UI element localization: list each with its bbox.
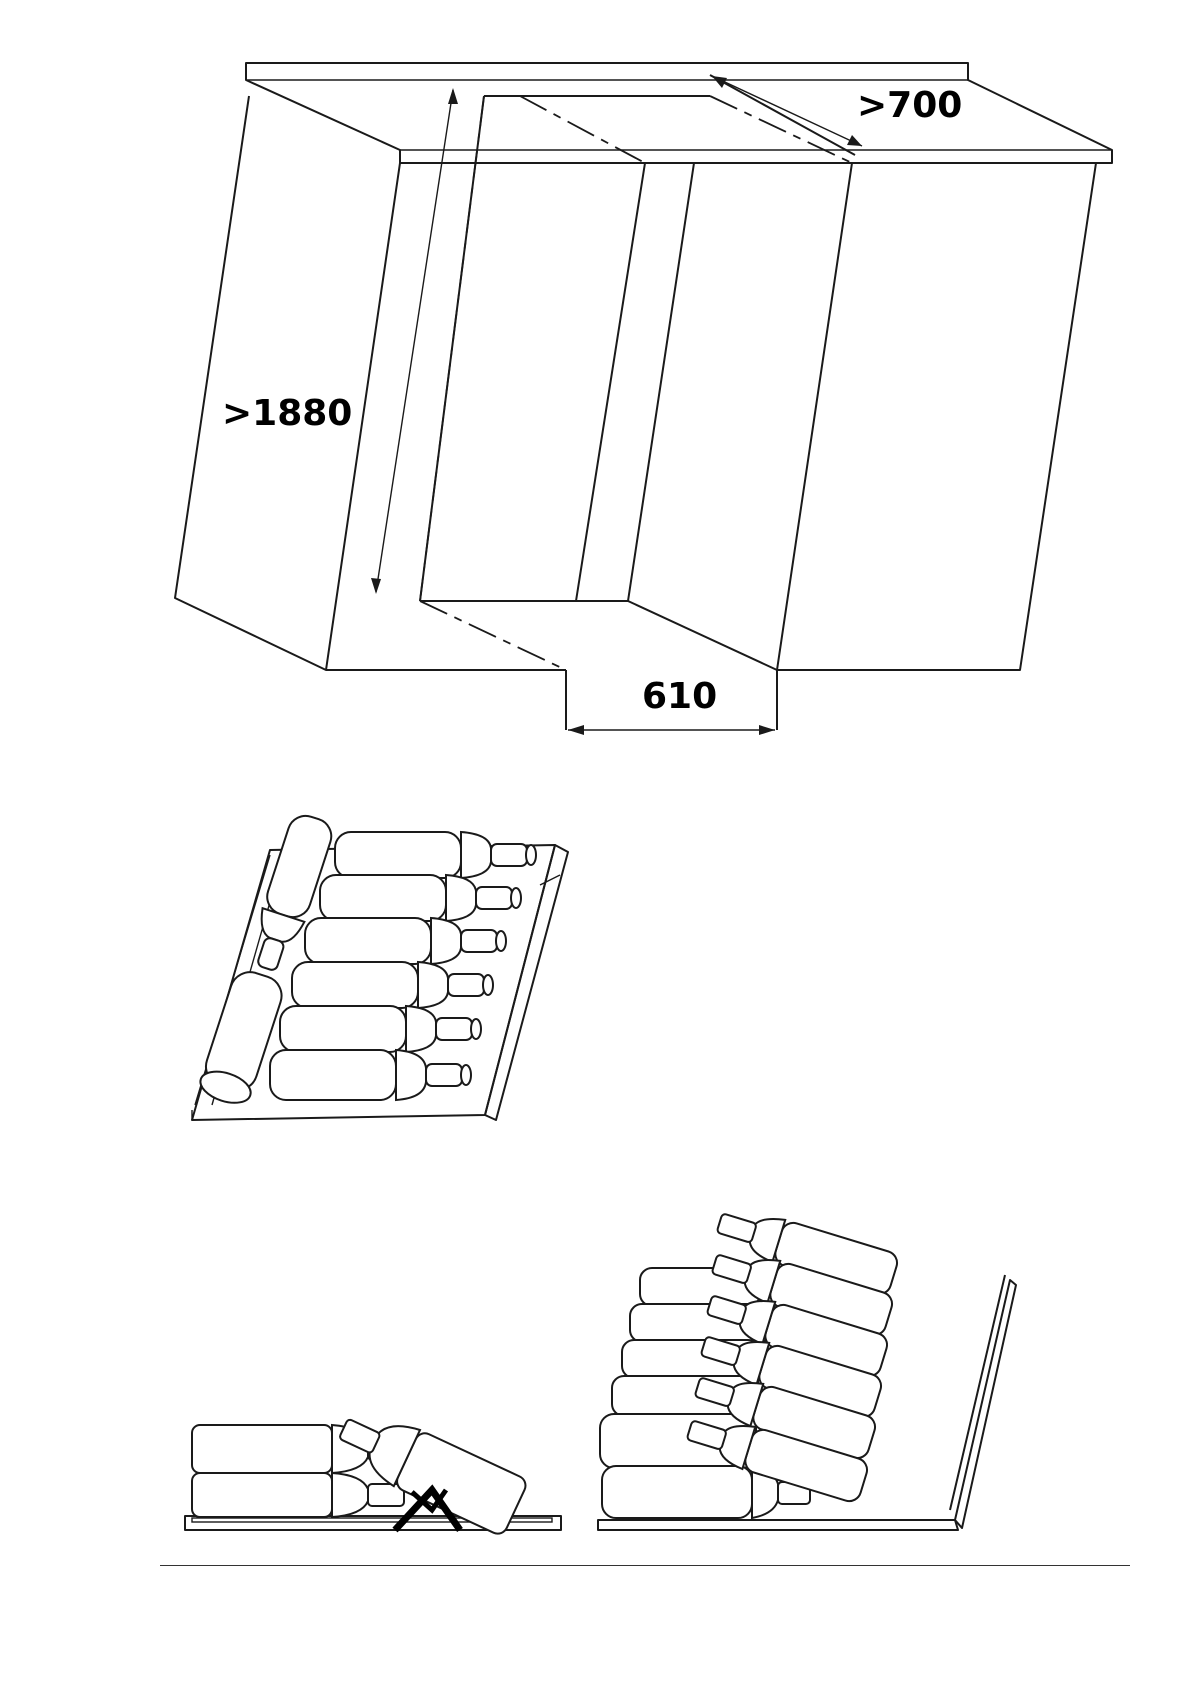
side-view-shelf-base: [185, 1516, 561, 1530]
height-label: >1880: [222, 393, 352, 434]
stacked-left-bottles: [600, 1268, 818, 1518]
stacked-tilted-bottles: [683, 1202, 1005, 1510]
niche-hidden-edges: [420, 96, 852, 670]
width-dimension-arrow: [568, 725, 775, 735]
shelf-bottles: [196, 811, 560, 1108]
depth-label: >700: [857, 85, 962, 126]
width-label: 610: [642, 676, 717, 717]
depth-dimension-arrow: [712, 76, 862, 146]
side-view-bottles: [192, 1400, 529, 1536]
countertop: [246, 63, 1112, 163]
footer-rule: [160, 1565, 1130, 1566]
niche-installation-diagram: >700 >1880 610: [0, 0, 1191, 760]
stacked-shelf-base: [598, 1280, 1016, 1530]
right-cabinet: [777, 163, 1096, 670]
shelf-frame: [192, 845, 568, 1120]
left-cabinet: [175, 96, 566, 670]
